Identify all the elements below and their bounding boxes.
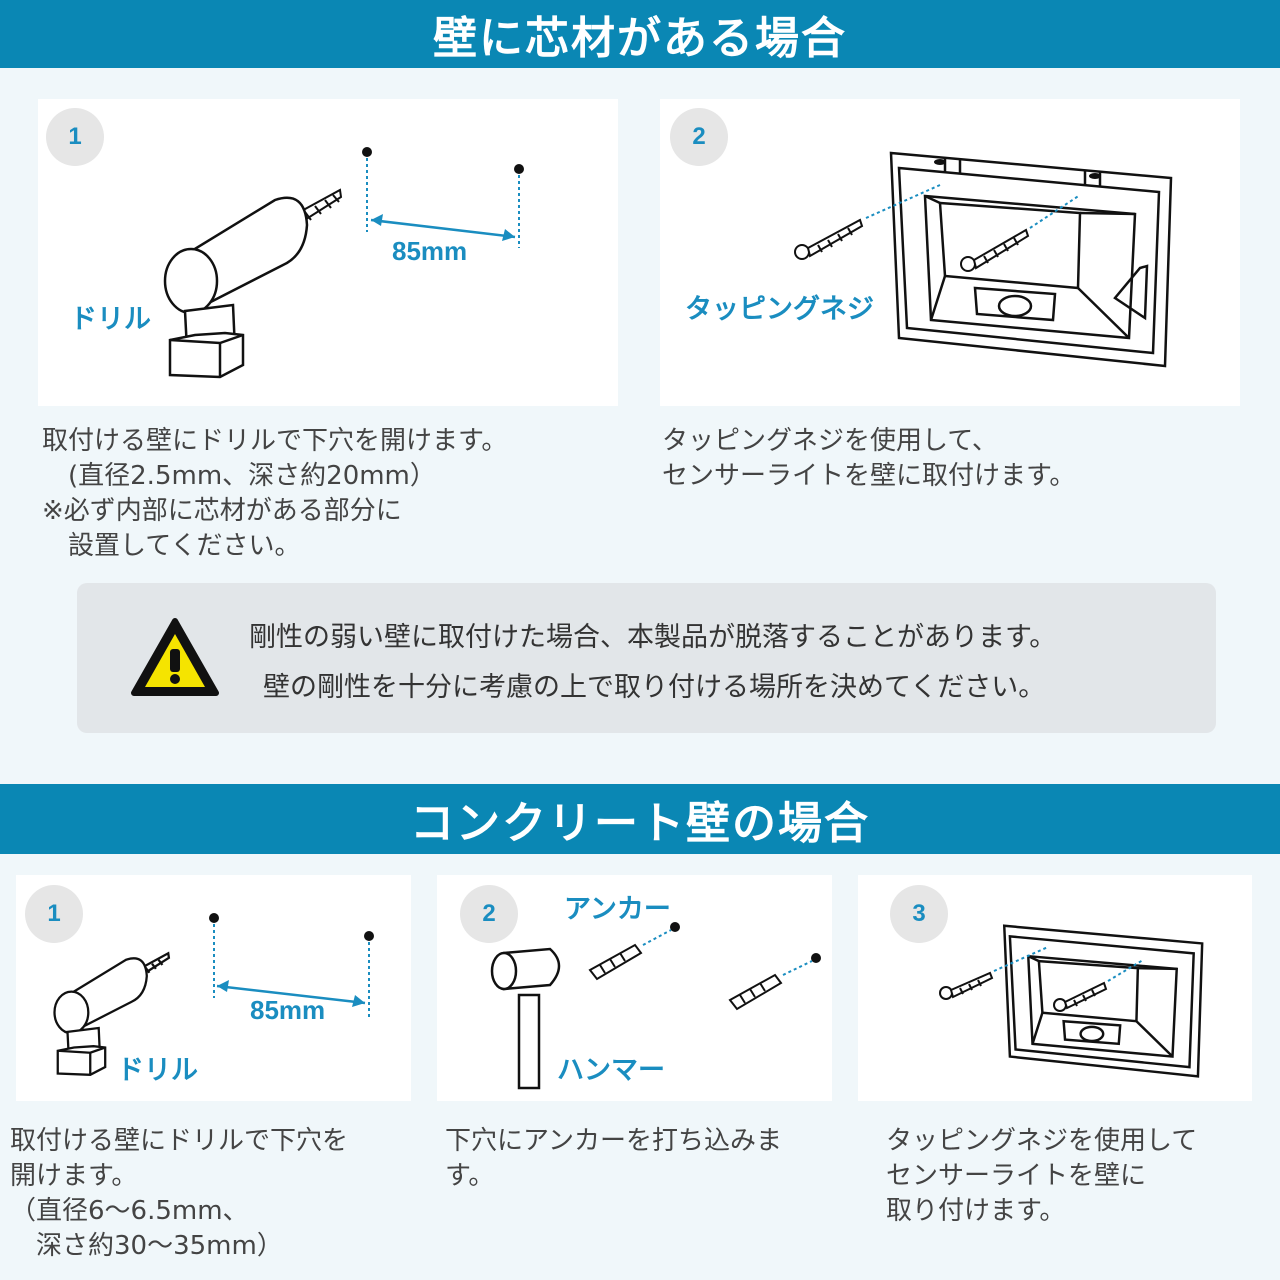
step-description: タッピングネジを使用して センサーライトを壁に 取り付けます。 — [886, 1126, 1198, 1226]
anchor-label: アンカー — [564, 894, 671, 925]
hammer-illustration — [490, 947, 561, 1090]
hole-distance-label: 85mm — [250, 995, 326, 1025]
step-number-badge: 3 — [890, 885, 948, 943]
step-description: 取付ける壁にドリルで下穴を開けます。 (直径2.5mm、深さ約20mm） ※必ず… — [42, 426, 508, 561]
step-number-badge: 2 — [670, 108, 728, 166]
step-description: タッピングネジを使用して、 センサーライトを壁に取付けます。 — [662, 426, 1076, 491]
warning-triangle-icon — [131, 618, 219, 696]
sensor-light-illustration — [1002, 924, 1204, 1078]
step-number-badge: 2 — [460, 885, 518, 943]
hole-distance-label: 85mm — [392, 236, 468, 266]
step-description: 下穴にアンカーを打ち込みま す。 — [445, 1126, 782, 1191]
anchor-illustration — [588, 922, 821, 1011]
section-title-stud-wall: 壁に芯材がある場合 — [0, 0, 1280, 68]
tapping-screw-illustration — [939, 946, 1144, 1012]
drill-illustration — [163, 188, 343, 379]
tapping-screw-illustration — [794, 184, 1081, 272]
drill-illustration — [53, 951, 171, 1076]
sensor-light-illustration — [889, 151, 1173, 368]
hammer-label: ハンマー — [557, 1055, 665, 1086]
step-number-badge: 1 — [25, 885, 83, 943]
hole-spacing-diagram — [209, 913, 374, 1018]
warning-line-1: 剛性の弱い壁に取付けた場合、本製品が脱落することがあります。 — [249, 622, 1057, 653]
warning-box — [77, 583, 1216, 733]
tapping-screw-label: タッピングネジ — [685, 294, 874, 325]
drill-label: ドリル — [117, 1055, 198, 1086]
drill-label: ドリル — [70, 304, 151, 335]
warning-line-2: 壁の剛性を十分に考慮の上で取り付ける場所を決めてください。 — [263, 672, 1046, 703]
hole-spacing-diagram — [362, 147, 524, 248]
section-title-concrete-wall: コンクリート壁の場合 — [0, 784, 1280, 854]
step-number-badge: 1 — [46, 108, 104, 166]
step-card-stud-1 — [38, 99, 618, 406]
step-description: 取付ける壁にドリルで下穴を 開けます。 （直径6～6.5mm、 深さ約30～35… — [10, 1126, 349, 1261]
warning-message: 剛性の弱い壁に取付けた場合、本製品が脱落することがあります。 壁の剛性を十分に考… — [249, 613, 1149, 713]
